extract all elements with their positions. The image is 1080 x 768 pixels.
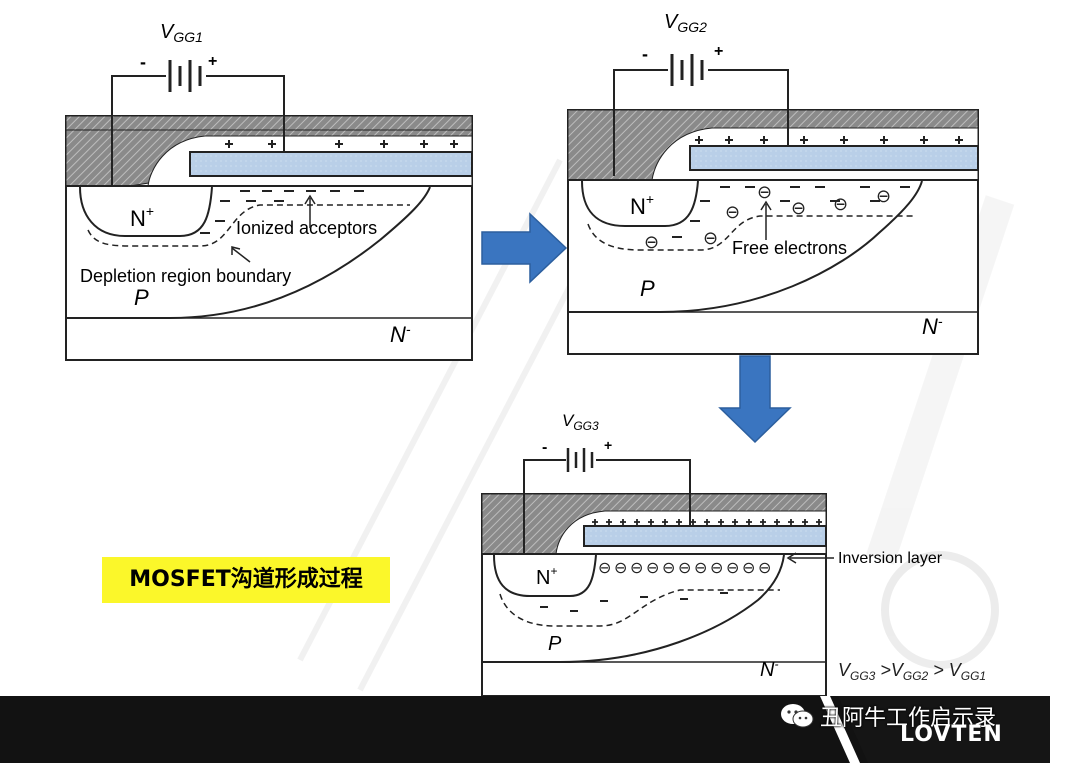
svg-text:⊖: ⊖ [876, 186, 891, 206]
voltage-relation: VGG3 >VGG2 > VGG1 [838, 660, 986, 683]
svg-text:⊖: ⊖ [614, 560, 627, 577]
svg-text:⊖: ⊖ [791, 198, 806, 218]
panel-vgg2: ⊖ ⊖ ⊖ ⊖ ⊖ ⊖ ⊖ VGG2 - + N+ Free electrons… [567, 11, 979, 355]
svg-text:⊖: ⊖ [710, 560, 723, 577]
caption-highlight: MOSFET沟道形成过程 [102, 557, 390, 603]
svg-text:VGG1: VGG1 [160, 21, 203, 45]
panel-vgg1: VGG1 - + N+ Ionized acceptors Depletion … [65, 21, 473, 361]
svg-text:VGG2: VGG2 [664, 11, 707, 35]
watermark-handle-text: 丑阿牛工作启示录 [820, 706, 997, 731]
svg-text:⊖: ⊖ [742, 560, 755, 577]
battery-icon [168, 60, 202, 92]
svg-text:N+: N+ [536, 564, 557, 589]
svg-text:⊖: ⊖ [758, 560, 771, 577]
svg-text:VGG3: VGG3 [562, 411, 599, 433]
svg-text:Depletion region boundary: Depletion region boundary [80, 266, 291, 286]
inversion-electrons: ⊖ ⊖ ⊖ ⊖ ⊖ ⊖ ⊖ ⊖ ⊖ ⊖ ⊖ [598, 560, 771, 577]
flow-arrow-down [718, 355, 792, 444]
svg-text:N+: N+ [130, 203, 154, 231]
svg-text:P: P [134, 285, 149, 310]
svg-text:Ionized acceptors: Ionized acceptors [236, 218, 377, 238]
battery-icon [670, 54, 704, 86]
svg-text:-: - [642, 44, 648, 64]
svg-text:Free electrons: Free electrons [732, 238, 847, 258]
svg-text:P: P [548, 633, 562, 655]
svg-text:⊖: ⊖ [646, 560, 659, 577]
svg-text:Inversion layer: Inversion layer [838, 550, 943, 567]
svg-text:⊖: ⊖ [703, 228, 718, 248]
svg-text:N-: N- [760, 657, 778, 681]
svg-text:-: - [542, 439, 547, 456]
svg-text:-: - [140, 52, 146, 72]
svg-text:⊖: ⊖ [833, 194, 848, 214]
svg-text:N-: N- [390, 321, 411, 347]
svg-text:N-: N- [922, 313, 943, 339]
flow-arrow-right [481, 212, 568, 284]
svg-text:N+: N+ [630, 191, 654, 219]
battery-icon [566, 448, 594, 472]
svg-text:P: P [640, 276, 655, 301]
svg-text:⊖: ⊖ [644, 232, 659, 252]
svg-text:+: + [208, 53, 217, 70]
svg-text:⊖: ⊖ [662, 560, 675, 577]
svg-text:⊖: ⊖ [678, 560, 691, 577]
svg-text:+: + [604, 437, 612, 453]
svg-text:⊖: ⊖ [726, 560, 739, 577]
svg-text:⊖: ⊖ [757, 182, 772, 202]
free-electrons: ⊖ ⊖ ⊖ ⊖ ⊖ ⊖ ⊖ [644, 182, 891, 252]
wechat-icon [781, 704, 814, 728]
registered-watermark [881, 551, 999, 669]
svg-text:⊖: ⊖ [598, 560, 611, 577]
watermark-handle: 丑阿牛工作启示录 [780, 700, 996, 732]
svg-text:⊖: ⊖ [694, 560, 707, 577]
svg-text:⊖: ⊖ [630, 560, 643, 577]
svg-text:⊖: ⊖ [725, 202, 740, 222]
panel-vgg3: ⊖ ⊖ ⊖ ⊖ ⊖ ⊖ ⊖ ⊖ ⊖ ⊖ ⊖ VGG3 - + N+ P N- I… [481, 411, 943, 697]
brand-logo: LOVTEN [900, 722, 1003, 747]
footer-slash [820, 696, 1080, 763]
svg-text:+: + [714, 43, 723, 60]
